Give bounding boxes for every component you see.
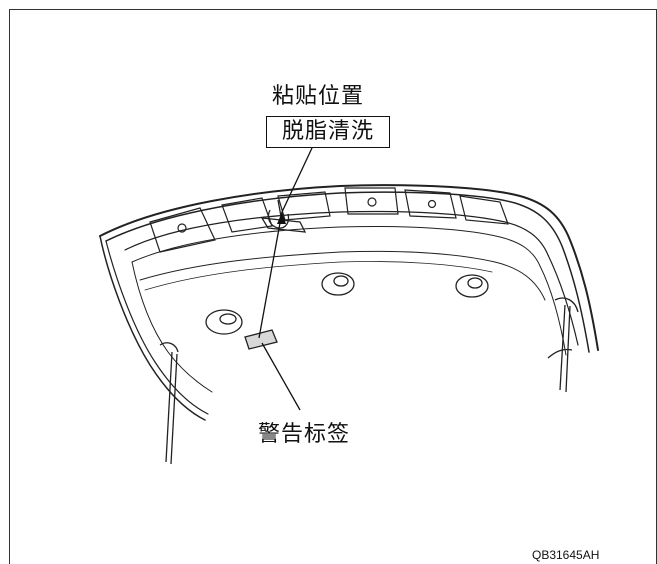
adhesion-position-label: 粘贴位置 <box>272 84 365 109</box>
figure-code: QB31645AH <box>532 548 600 562</box>
hood-struts <box>159 297 579 465</box>
hood-pockets <box>149 187 509 253</box>
bumper-holes <box>205 272 489 335</box>
leader-lines <box>258 147 313 411</box>
arrowhead-icon <box>277 212 286 224</box>
hood-outline <box>99 184 599 421</box>
warning-label-patch <box>244 329 278 350</box>
warning-label-caption: 警告标签 <box>258 422 351 447</box>
degrease-clean-label: 脱脂清洗 <box>266 116 390 148</box>
